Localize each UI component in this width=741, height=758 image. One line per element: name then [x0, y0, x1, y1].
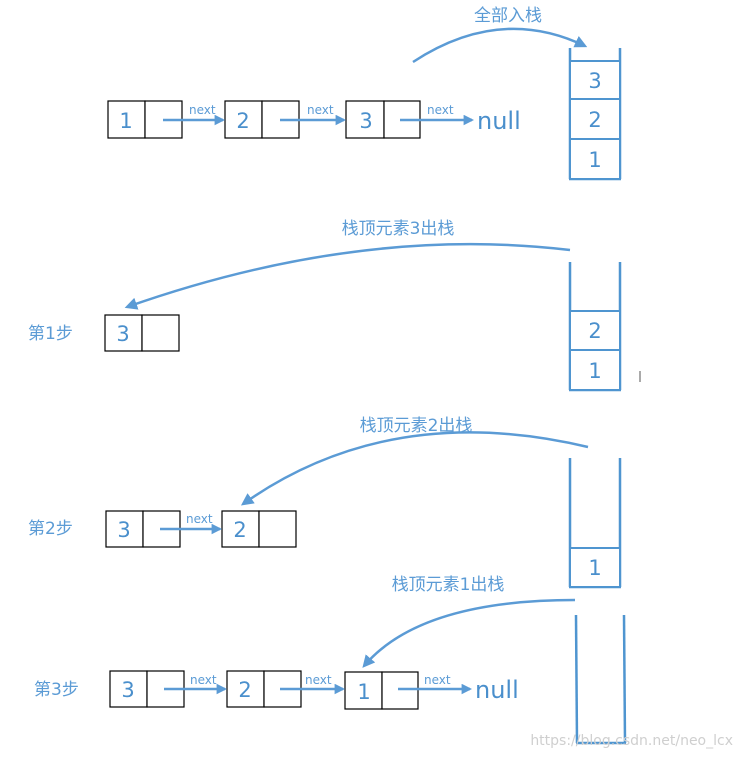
step1-section: 第1步 3 栈顶元素3出栈 2 1 [28, 219, 641, 392]
stack-item: 3 [588, 69, 601, 93]
step-label: 第3步 [34, 680, 79, 700]
next-label: next [305, 673, 332, 687]
node-value: 3 [116, 322, 129, 346]
node-value: 1 [357, 680, 370, 704]
list-node-3: 3 [109, 670, 185, 708]
stack-two-items: 2 1 [568, 262, 622, 392]
list-node-1: 1 [344, 671, 419, 710]
next-label: next [189, 103, 216, 117]
node-value: 2 [233, 518, 246, 542]
push-arrow [412, 27, 588, 64]
watermark: https://blog.csdn.net/neo_lcx [530, 733, 733, 749]
null-label: null [477, 107, 521, 135]
stack-item: 2 [588, 319, 601, 343]
pop-caption: 栈顶元素2出栈 [360, 416, 473, 436]
node-value: 1 [119, 109, 132, 133]
pop-caption: 栈顶元素1出栈 [392, 575, 505, 595]
pop-arrow [362, 598, 576, 668]
stack-full: 3 2 1 [568, 48, 622, 181]
node-value: 2 [238, 678, 251, 702]
next-label: next [190, 673, 217, 687]
node-value: 3 [359, 109, 372, 133]
stack-empty [574, 614, 627, 745]
stack-item: 1 [588, 359, 601, 383]
top-section: 1 2 3 next next next null 全部入栈 [107, 6, 622, 181]
stack-item: 1 [588, 556, 601, 580]
step2-section: 第2步 3 2 next 栈顶元素2出栈 1 [28, 416, 622, 589]
list-node-2: 2 [221, 510, 297, 548]
stack-item: 1 [588, 148, 601, 172]
next-label: next [307, 103, 334, 117]
step-label: 第2步 [28, 519, 73, 539]
list-node-1: 1 [107, 100, 183, 139]
step3-section: 第3步 3 2 1 next next next null 栈顶元素1出栈 [34, 575, 627, 745]
node-value: 3 [121, 678, 134, 702]
null-label: null [475, 676, 519, 704]
pop-arrow [240, 431, 589, 506]
pop-caption: 栈顶元素3出栈 [342, 219, 455, 239]
stack-one-item: 1 [568, 458, 622, 589]
node-value: 3 [117, 518, 130, 542]
next-label: next [186, 512, 213, 526]
list-node-3: 3 [104, 314, 180, 352]
stack-item: 2 [588, 108, 601, 132]
next-label: next [424, 673, 451, 687]
step-label: 第1步 [28, 324, 73, 344]
pop-arrow [124, 242, 571, 310]
next-label: next [427, 103, 454, 117]
push-caption: 全部入栈 [474, 6, 542, 26]
node-value: 2 [236, 109, 249, 133]
